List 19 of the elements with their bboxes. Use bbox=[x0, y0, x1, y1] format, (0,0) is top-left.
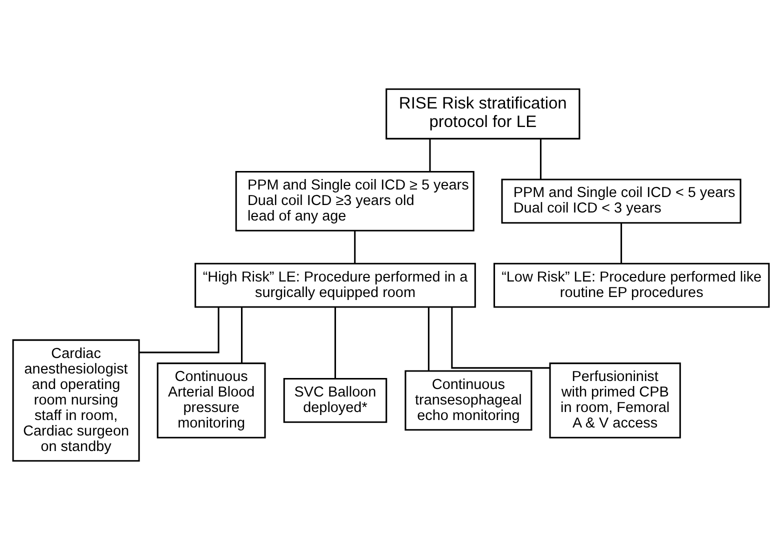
connector bbox=[241, 307, 243, 364]
node-box: “Low Risk” LE: Procedure performed like routine EP procedures bbox=[493, 262, 770, 308]
node-box: Continuous Arterial Blood pressure monitoring bbox=[156, 362, 266, 438]
connector bbox=[428, 307, 430, 371]
node-box: Cardiac anesthesiologist and operating room nursing staff in room, Cardiac surgeon on standby bbox=[12, 339, 140, 462]
node-box: RISE Risk stratification protocol for LE bbox=[386, 88, 580, 140]
connector bbox=[540, 139, 542, 180]
connector bbox=[334, 307, 336, 379]
node-box: PPM and Single coil ICD < 5 years Dual coil ICD < 3 years bbox=[501, 178, 742, 224]
node-box: Perfusioninist with primed CPB in room, Femoral A & V access bbox=[549, 362, 681, 438]
connector bbox=[620, 223, 622, 264]
connector bbox=[354, 230, 356, 264]
node-box: PPM and Single coil ICD ≥ 5 years Dual coil ICD ≥3 years old lead of any age bbox=[235, 170, 474, 232]
connector bbox=[139, 307, 220, 354]
node-box: Continuous transesophageal echo monitoring bbox=[404, 370, 532, 431]
connector bbox=[451, 307, 550, 369]
node-box: “High Risk” LE: Procedure performed in a surgically equipped room bbox=[194, 262, 476, 308]
node-box: SVC Balloon deployed* bbox=[283, 378, 388, 423]
connector bbox=[429, 139, 431, 172]
